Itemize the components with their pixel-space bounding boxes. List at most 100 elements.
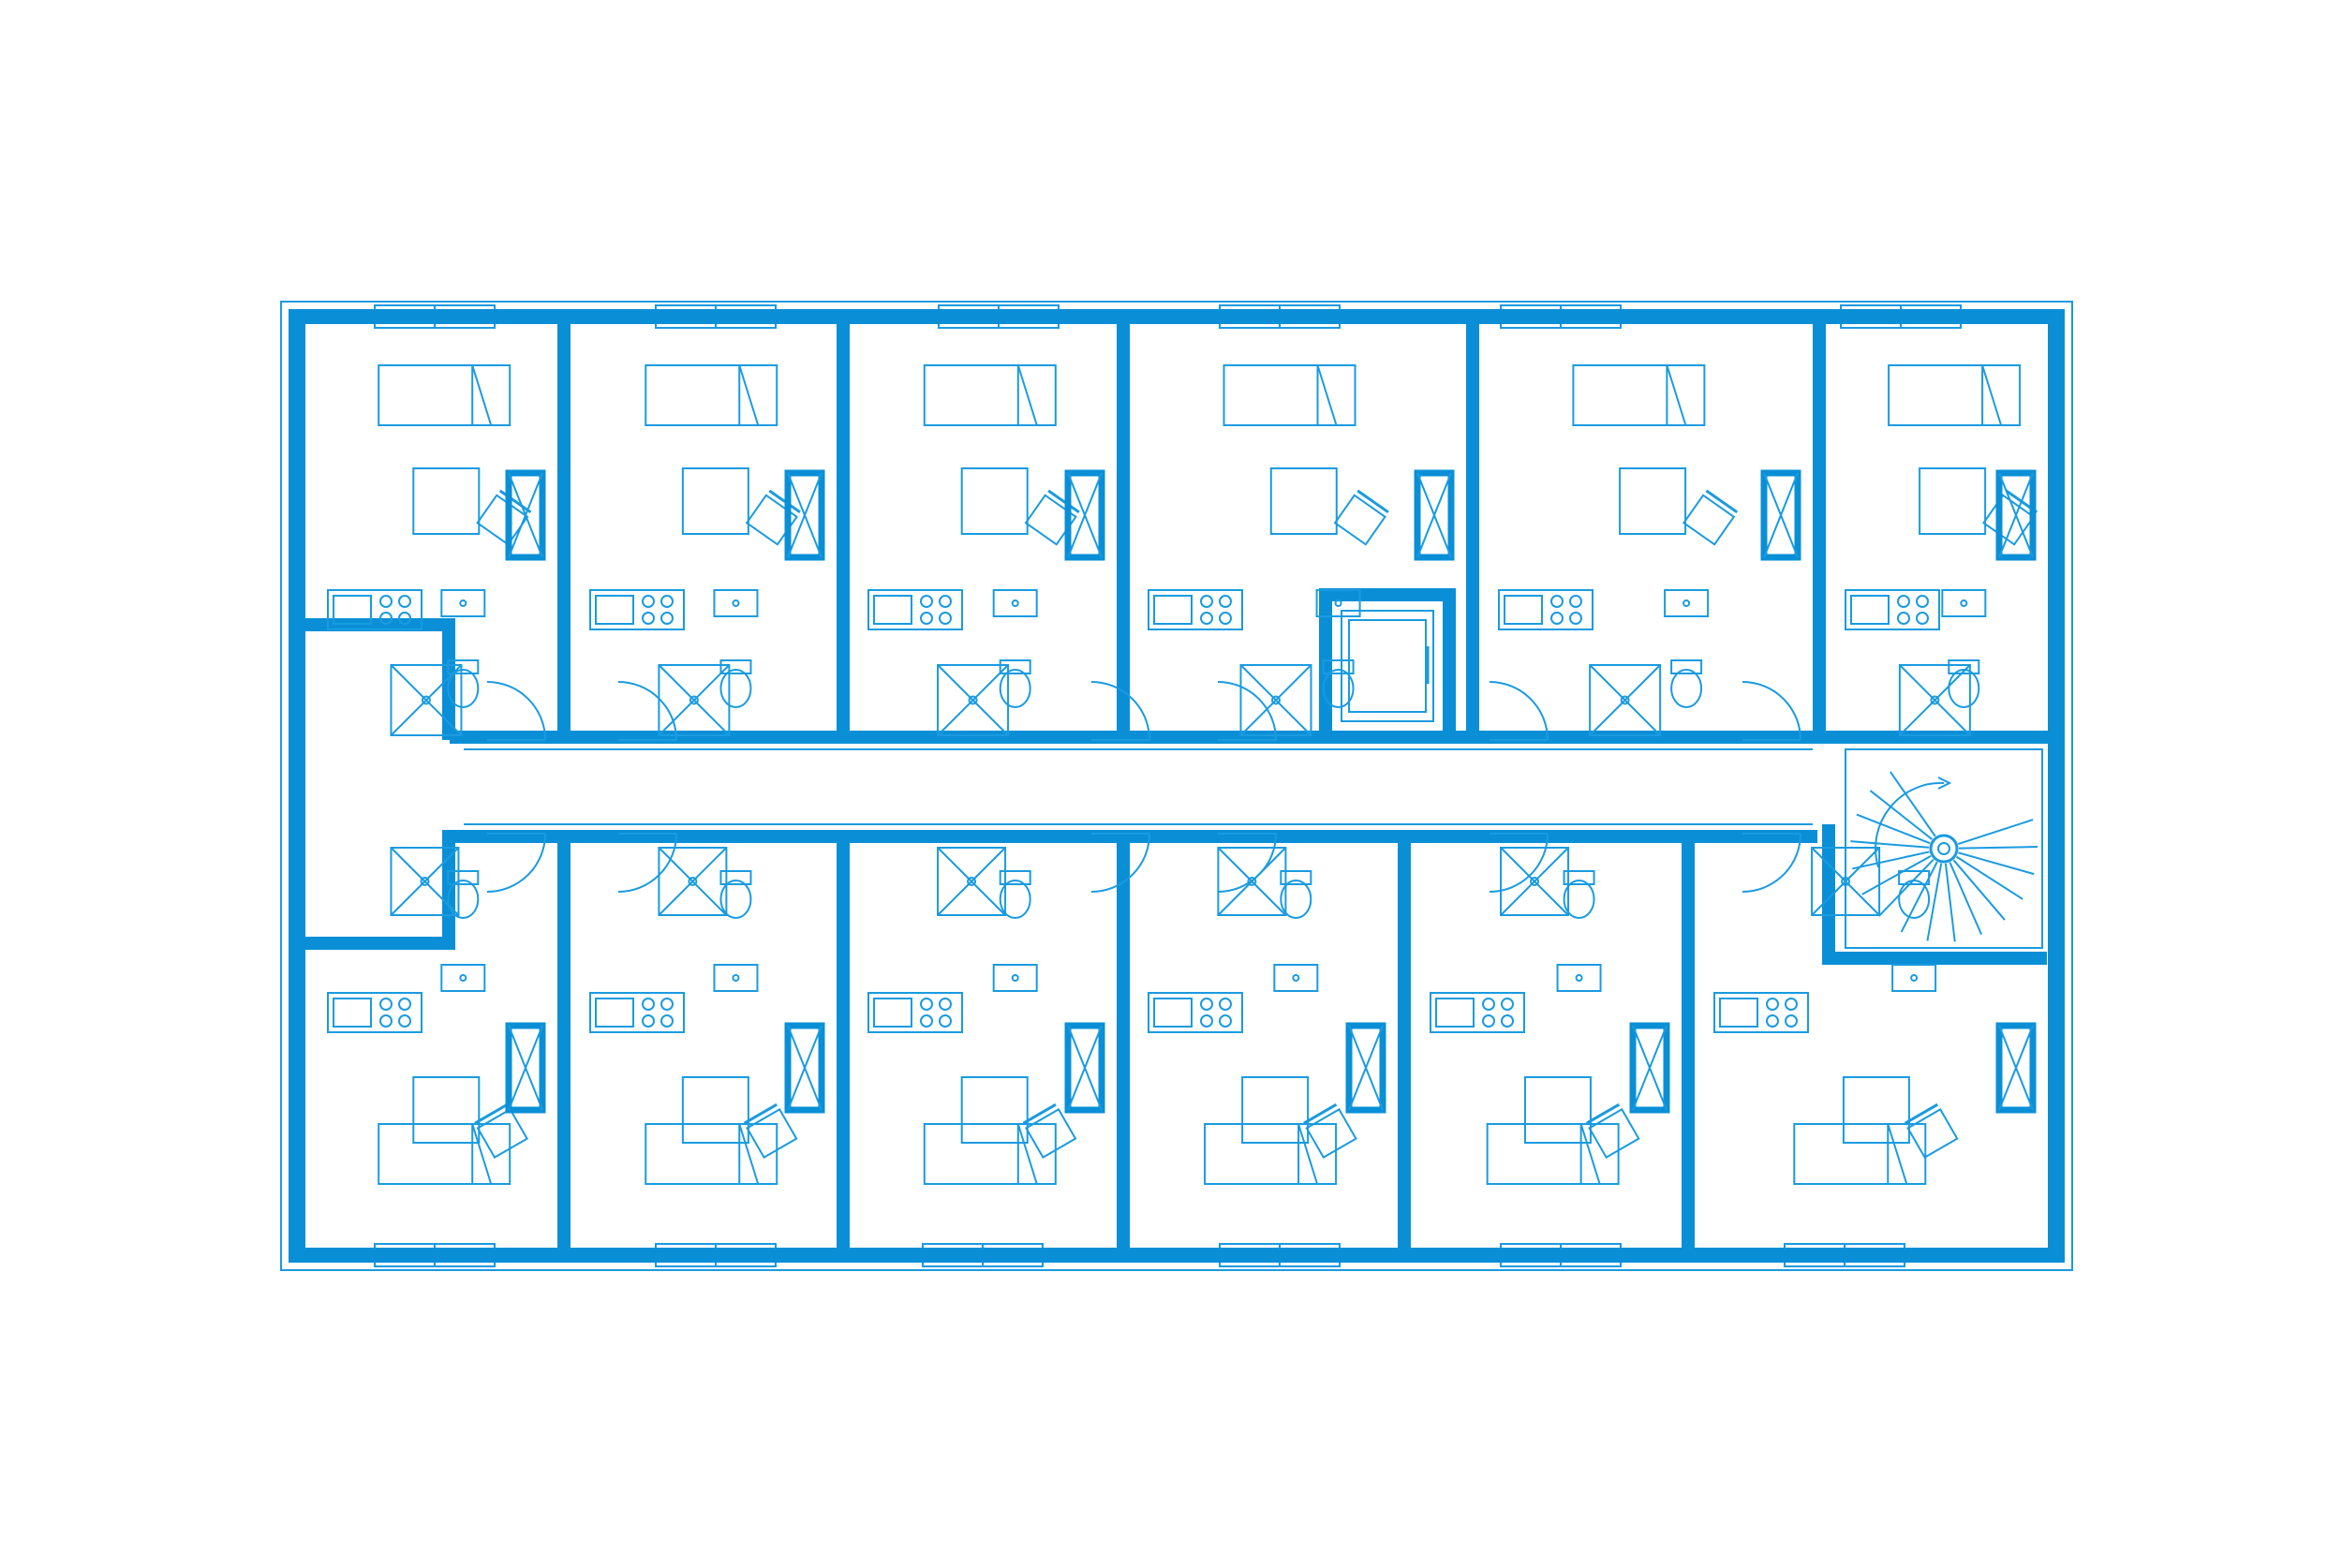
shower-drain [421, 695, 431, 705]
sink-counter [713, 589, 759, 617]
desk-icon [1241, 1076, 1310, 1144]
shower-diag [658, 664, 731, 736]
shower-tray [1500, 847, 1570, 916]
hob-ring [1200, 595, 1213, 608]
shower-tray [390, 664, 463, 736]
stair-tread [1900, 861, 1938, 933]
chair-seat [746, 1108, 798, 1159]
kitchenette-icon [327, 589, 422, 630]
shower-diag [390, 664, 463, 736]
toilet-tank [1563, 870, 1595, 885]
sink-basin [1504, 595, 1543, 625]
wardrobe-icon [1414, 469, 1455, 561]
toilet-tank [1898, 870, 1931, 885]
shower-drain [968, 695, 978, 705]
sink-counter [1556, 964, 1602, 992]
sink-icon [713, 964, 759, 992]
hob-ring [1569, 612, 1582, 625]
counter [589, 589, 685, 630]
toilet-icon [719, 659, 752, 708]
counter [1148, 992, 1243, 1033]
south-exterior-wall [289, 1248, 2065, 1263]
bed-frame [1572, 364, 1706, 426]
hob-ring [939, 998, 952, 1011]
door-arc [486, 681, 546, 741]
sink-icon [1941, 589, 1987, 617]
wardrobe-icon [505, 469, 546, 561]
shower-drain [1247, 877, 1257, 886]
door-swing-icon [1090, 833, 1150, 893]
hob-ring [1200, 612, 1213, 625]
hob-ring [398, 612, 411, 625]
bed-pillow [1579, 1123, 1601, 1185]
sink-icon [992, 964, 1038, 992]
sink-drain [732, 599, 740, 607]
bathroom-group [390, 589, 1987, 992]
shower-tray [1239, 664, 1312, 736]
bed-frame [378, 364, 511, 426]
kitchenette-icon [1430, 992, 1525, 1033]
party-wall [1117, 836, 1130, 1255]
hob-ring [660, 612, 674, 625]
shower-tray [937, 664, 1010, 736]
desk-icon [960, 467, 1029, 535]
hob-ring [398, 998, 411, 1011]
toilet-tank [999, 659, 1031, 674]
hob-ring [1897, 595, 1910, 608]
sink-basin [333, 998, 372, 1028]
bed-pillow [1887, 1123, 1908, 1185]
wardrobe-box [1760, 469, 1801, 561]
shower-icon [1898, 664, 1971, 736]
toilet-tank [1670, 659, 1703, 674]
party-wall [1682, 836, 1695, 1255]
stair-tread [1877, 858, 1934, 917]
counter [1430, 992, 1525, 1033]
wardrobe-cross [1067, 1025, 1103, 1111]
shower-tray [1898, 664, 1971, 736]
wardrobe-box [505, 1022, 546, 1114]
hob-ring [660, 595, 674, 608]
toilet-icon [1280, 870, 1312, 919]
stair-tread [1944, 863, 1956, 942]
bed-pillow [471, 1123, 493, 1185]
wall-group [289, 309, 2065, 1263]
hob-ring [379, 595, 393, 608]
hob-ring [1219, 612, 1232, 625]
desk-icon [412, 1076, 481, 1144]
wardrobe-icon [1760, 469, 1801, 561]
toilet-icon [1563, 870, 1595, 919]
counter [867, 589, 963, 630]
sink-counter [1891, 964, 1937, 992]
kitchenette-icon [1498, 589, 1593, 630]
sink-counter [1941, 589, 1987, 617]
desk-icon [1619, 467, 1687, 535]
counter [1498, 589, 1593, 630]
toilet-icon [447, 659, 480, 708]
party-wall [837, 318, 850, 738]
counter [589, 992, 685, 1033]
hob-ring [1916, 612, 1929, 625]
sink-icon [992, 589, 1038, 617]
hob-ring [1501, 998, 1514, 1011]
shower-icon [1589, 664, 1662, 736]
stair-newel [1929, 834, 1959, 864]
toilet-bowl [1563, 880, 1595, 919]
toilet-icon [1670, 659, 1703, 708]
bed-icon [1793, 1123, 1927, 1185]
door-swing-icon [1217, 681, 1277, 741]
shower-diag [1239, 664, 1312, 736]
corridor-floor [464, 747, 1813, 826]
wardrobe-box [1414, 469, 1455, 561]
chair-icon [1585, 1102, 1640, 1159]
hob-ring [1200, 1014, 1213, 1028]
hob-ring [939, 612, 952, 625]
shower-tray [1589, 664, 1662, 736]
toilet-icon [999, 870, 1031, 919]
stair-tread [1890, 771, 1936, 837]
wardrobe-icon [1064, 1022, 1105, 1114]
desk-icon [681, 1076, 749, 1144]
wardrobe-icon [505, 1022, 546, 1114]
furniture-group [327, 364, 2038, 1185]
sink-basin [595, 595, 634, 625]
west-unit-wall [305, 937, 455, 950]
